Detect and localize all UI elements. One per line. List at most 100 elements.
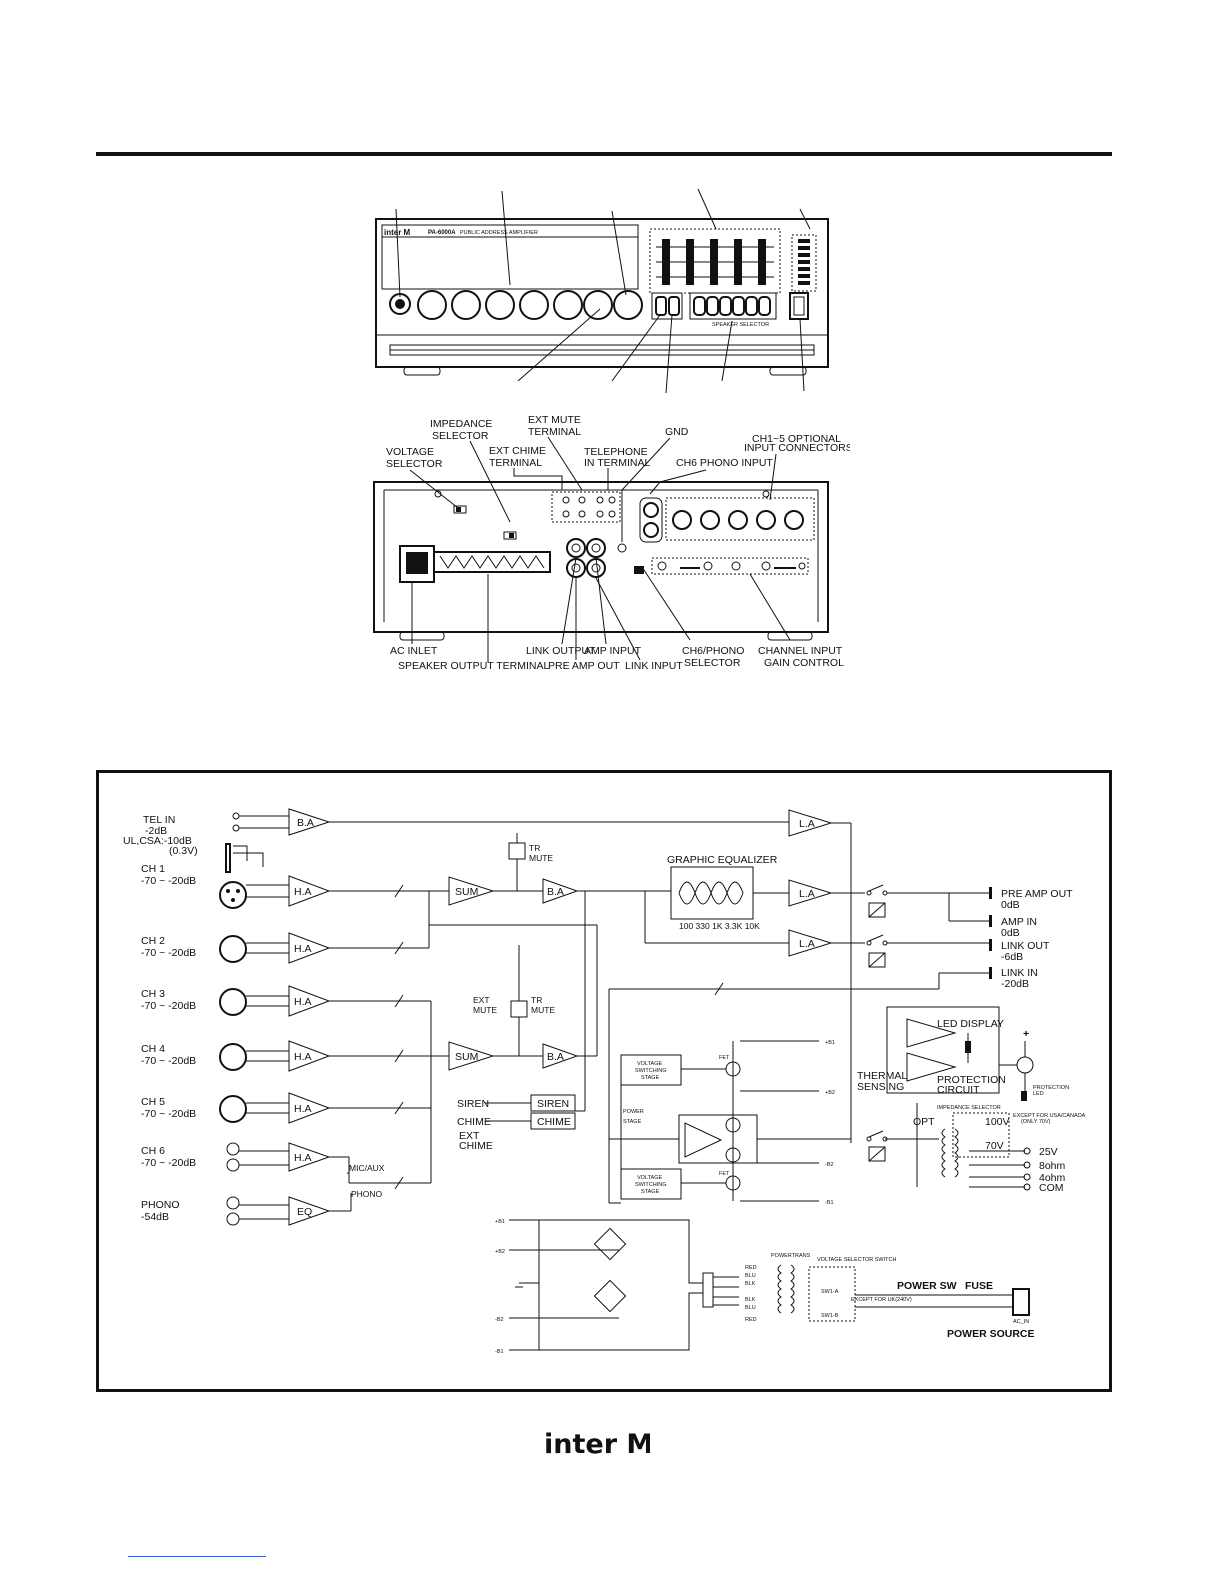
ch6-phono-rca-top[interactable] bbox=[643, 502, 659, 518]
v70-label: 70V bbox=[985, 1140, 1004, 1152]
channel-knobs bbox=[417, 290, 643, 320]
speaker-zone-6-button[interactable] bbox=[758, 296, 771, 316]
ch6-phono-selector[interactable] bbox=[634, 566, 644, 574]
ch6-phono-input-label: CH6 PHONO INPUT bbox=[676, 457, 773, 469]
mic-jack[interactable] bbox=[389, 293, 411, 315]
ch3-label: CH 3 bbox=[141, 988, 165, 1000]
gain-trim-5[interactable] bbox=[798, 562, 806, 570]
link-input-label: LINK INPUT bbox=[625, 660, 683, 672]
telephone-label-1: TELEPHONE bbox=[584, 446, 648, 458]
tel-in-label: TEL IN bbox=[143, 814, 175, 826]
speaker-zone-4-button[interactable] bbox=[732, 296, 745, 316]
link-out-level: -6dB bbox=[1001, 951, 1023, 963]
tel-in-level: -2dB bbox=[145, 825, 167, 837]
ba-second-label: B.A bbox=[547, 1051, 564, 1063]
front-brand: inter M bbox=[384, 228, 411, 237]
sum-top-label: SUM bbox=[455, 886, 478, 898]
gnd-terminal[interactable] bbox=[617, 543, 627, 553]
channel-6-knob[interactable] bbox=[583, 290, 613, 320]
protection-circuit-label-2: CIRCUIT bbox=[937, 1084, 980, 1096]
channel-3-knob[interactable] bbox=[485, 290, 515, 320]
rear-panel-drawing: IMPEDANCE SELECTOR EXT MUTE TERMINAL VOL… bbox=[373, 414, 850, 672]
button-a[interactable] bbox=[655, 296, 667, 316]
ac-in-plug bbox=[1012, 1288, 1030, 1316]
tr-mute-2-label-2: MUTE bbox=[531, 1005, 555, 1015]
speaker-zone-2-button[interactable] bbox=[706, 296, 719, 316]
v100-label: 100V bbox=[985, 1116, 1010, 1128]
footer-link-underline[interactable] bbox=[128, 1556, 266, 1557]
amp-input-label: AMP INPUT bbox=[584, 645, 642, 657]
amp-in-label: AMP IN bbox=[1001, 916, 1037, 928]
front-subtitle: PUBLIC ADDRESS AMPLIFIER bbox=[460, 230, 538, 236]
xlr-ch5[interactable] bbox=[784, 510, 804, 530]
speaker-output-terminal[interactable] bbox=[433, 551, 551, 573]
vss-top-3: STAGE bbox=[641, 1075, 660, 1081]
la-mid-label: L.A bbox=[799, 888, 815, 900]
ps-b2n: -B2 bbox=[495, 1317, 504, 1323]
tr-mute-2-label: TR bbox=[531, 995, 542, 1005]
amp-input-jack[interactable] bbox=[586, 538, 606, 558]
fet-bot: FET bbox=[719, 1171, 730, 1177]
xlr-ch1[interactable] bbox=[672, 510, 692, 530]
speaker-zone-5-button[interactable] bbox=[745, 296, 758, 316]
button-b[interactable] bbox=[668, 296, 680, 316]
gnd-label: GND bbox=[665, 426, 689, 438]
voltage-selector-switch[interactable] bbox=[453, 505, 467, 514]
ch6-phono-selector-label-1: CH6/PHONO bbox=[682, 645, 744, 657]
link-output-label: LINK OUTPUT bbox=[526, 645, 596, 657]
gain-trim-4[interactable] bbox=[761, 561, 771, 571]
amp-in-level: 0dB bbox=[1001, 927, 1020, 939]
mic-aux-label: MIC/AUX bbox=[349, 1163, 385, 1173]
impedance-selector-switch[interactable] bbox=[503, 531, 517, 540]
eq-sliders bbox=[656, 239, 774, 285]
ch2-ha-label: H.A bbox=[294, 943, 312, 955]
xlr-ch2[interactable] bbox=[700, 510, 720, 530]
ch2-level: -70 ~ -20dB bbox=[141, 947, 196, 959]
gain-trim-1[interactable] bbox=[657, 561, 667, 571]
led-meter bbox=[798, 239, 810, 285]
pre-amp-out-jack[interactable] bbox=[566, 558, 586, 578]
master-knob[interactable] bbox=[613, 290, 643, 320]
la-top-label: L.A bbox=[799, 818, 815, 830]
fet-top: FET bbox=[719, 1055, 730, 1061]
block-diagram: TEL IN -2dB UL,CSA:-10dB (0.3V) CH 1 -70… bbox=[123, 808, 1086, 1355]
channel-input-gain-label-2: GAIN CONTROL bbox=[764, 657, 844, 669]
voltage-selector-switch-label: VOLTAGE SELECTOR SWITCH bbox=[817, 1257, 896, 1263]
ps-b1n: -B1 bbox=[495, 1349, 504, 1355]
ch6-phono-rca-bottom[interactable] bbox=[643, 522, 659, 538]
gain-trim-3[interactable] bbox=[731, 561, 741, 571]
ch1-level: -70 ~ -20dB bbox=[141, 875, 196, 887]
link-in-label: LINK IN bbox=[1001, 967, 1038, 979]
speaker-zone-3-button[interactable] bbox=[719, 296, 732, 316]
gain-trim-2[interactable] bbox=[703, 561, 713, 571]
wire-blu-1: BLU bbox=[745, 1273, 756, 1279]
xlr-ch4[interactable] bbox=[756, 510, 776, 530]
ch4-label: CH 4 bbox=[141, 1043, 165, 1055]
front-model: PA-6000A bbox=[428, 230, 456, 236]
power-switch[interactable] bbox=[789, 292, 809, 320]
ch4-ha-label: H.A bbox=[294, 1051, 312, 1063]
ps-b1p: +B1 bbox=[495, 1219, 505, 1225]
voltage-selector-label-2: SELECTOR bbox=[386, 458, 443, 470]
link-in-level: -20dB bbox=[1001, 978, 1029, 990]
channel-2-knob[interactable] bbox=[451, 290, 481, 320]
link-out-label: LINK OUT bbox=[1001, 940, 1050, 952]
channel-4-knob[interactable] bbox=[519, 290, 549, 320]
channel-1-knob[interactable] bbox=[417, 290, 447, 320]
sum-bottom-label: SUM bbox=[455, 1051, 478, 1063]
sw1a-label: SW1-A bbox=[821, 1289, 839, 1295]
wire-blk-1: BLK bbox=[745, 1281, 756, 1287]
brand-logo-text: inter M bbox=[544, 1429, 650, 1460]
tap-25v: 25V bbox=[1039, 1146, 1058, 1158]
channel-5-knob[interactable] bbox=[553, 290, 583, 320]
tel-in-ul: UL,CSA:-10dB bbox=[123, 835, 192, 847]
ch5-label: CH 5 bbox=[141, 1096, 165, 1108]
wire-red-1: RED bbox=[745, 1265, 757, 1271]
xlr-ch3[interactable] bbox=[728, 510, 748, 530]
except-uk-label: EXCEPT FOR UK(240V) bbox=[851, 1297, 912, 1303]
speaker-zone-1-button[interactable] bbox=[693, 296, 706, 316]
ch2-5-paths bbox=[219, 891, 449, 1183]
siren-in-label: SIREN bbox=[457, 1098, 489, 1110]
link-output-jack[interactable] bbox=[566, 538, 586, 558]
sw1b-label: SW1-B bbox=[821, 1313, 839, 1319]
